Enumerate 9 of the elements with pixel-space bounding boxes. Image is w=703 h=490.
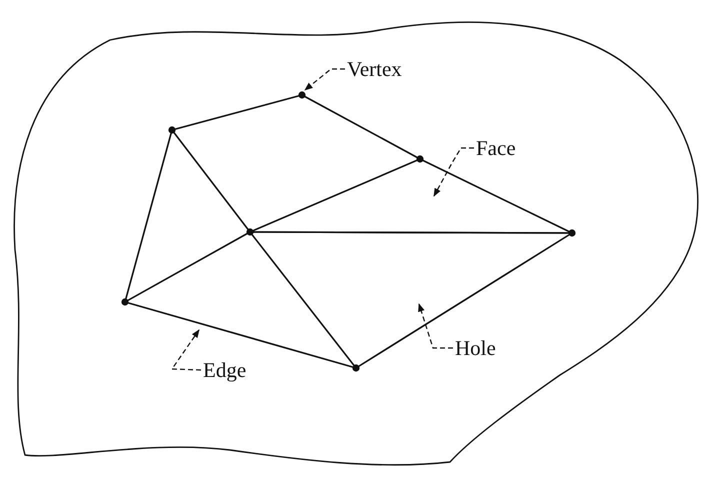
leader-line xyxy=(304,68,345,91)
callout-label: Hole xyxy=(455,336,496,360)
leader-line xyxy=(170,329,202,371)
callout-label: Edge xyxy=(203,358,246,382)
leader-line xyxy=(418,303,453,349)
leader-line xyxy=(433,147,474,197)
callout-label: Vertex xyxy=(347,57,402,81)
callout-label: Face xyxy=(476,136,516,160)
vertex-dot xyxy=(298,91,306,99)
